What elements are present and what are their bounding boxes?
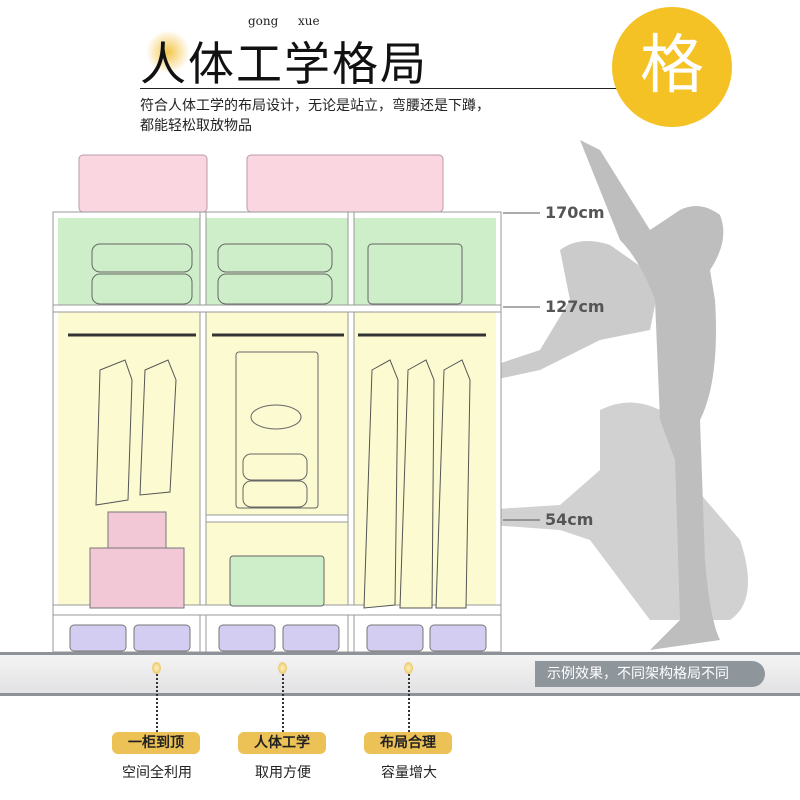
feature-pill: 人体工学: [238, 732, 326, 754]
pinyin-gong: gong: [248, 14, 279, 28]
title-glow: [146, 30, 190, 74]
description: 符合人体工学的布局设计，无论是站立，弯腰还是下蹲， 都能轻松取放物品: [140, 96, 490, 136]
page-title: 人体工学格局: [140, 37, 428, 91]
pin-dot-icon: [152, 662, 161, 674]
description-line: 都能轻松取放物品: [140, 118, 252, 134]
dotted-connector: [282, 674, 284, 732]
feature-pill: 布局合理: [364, 732, 452, 754]
divider: [140, 88, 620, 89]
pinyin-xue: xue: [298, 14, 320, 28]
human-silhouette-icon: [470, 140, 748, 650]
description-line: 符合人体工学的布局设计，无论是站立，弯腰还是下蹲，: [140, 98, 490, 114]
feature-sub: 容量增大: [381, 765, 437, 781]
feature-sub: 空间全利用: [122, 765, 192, 781]
pin-dot-icon: [404, 662, 413, 674]
example-note: 示例效果，不同架构格局不同: [535, 661, 765, 687]
dotted-connector: [156, 674, 158, 732]
height-label-170: 170cm: [545, 203, 605, 222]
height-label-54: 54cm: [545, 510, 594, 529]
dotted-connector: [408, 674, 410, 732]
feature-sub: 取用方便: [255, 765, 311, 781]
height-label-127: 127cm: [545, 297, 605, 316]
feature-pill: 一柜到顶: [112, 732, 200, 754]
pin-dot-icon: [278, 662, 287, 674]
badge-circle: 格: [612, 7, 732, 127]
